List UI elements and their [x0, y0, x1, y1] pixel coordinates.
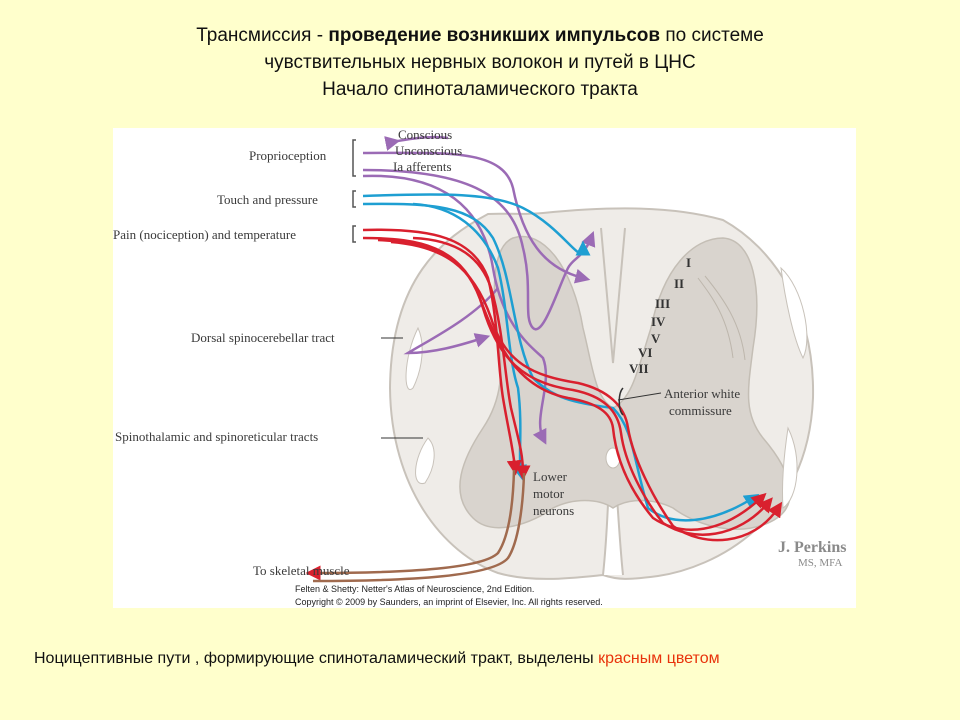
lamina-vii: VII [629, 361, 649, 376]
lamina-v: V [651, 331, 661, 346]
right-notch-bottom [781, 426, 798, 509]
caption-red-text: красным цветом [598, 650, 720, 667]
title-line-1-suffix: по системе [660, 25, 764, 46]
touch-bracket [352, 190, 356, 208]
gray-matter [459, 235, 791, 530]
credit-line-2: Copyright © 2009 by Saunders, an imprint… [295, 597, 603, 607]
label-pain-temperature: Pain (nociception) and temperature [113, 227, 296, 242]
right-notch-top [780, 266, 808, 360]
label-motor: motor [533, 486, 565, 501]
pain-bracket [352, 225, 356, 243]
label-proprioception: Proprioception [249, 148, 327, 163]
label-spinothalamic: Spinothalamic and spinoreticular tracts [115, 429, 318, 444]
signature-title: MS, MFA [798, 557, 842, 569]
label-touch-pressure: Touch and pressure [217, 192, 318, 207]
label-ia-afferents: Ia afferents [393, 159, 452, 174]
slide-title: Трансмиссия - проведение возникших импул… [0, 22, 960, 103]
title-line-3: Начало спиноталамического тракта [322, 79, 638, 100]
label-lower: Lower [533, 469, 568, 484]
lamina-i: I [686, 255, 691, 270]
spinal-cord-figure: I II III IV V VI VII [113, 128, 856, 608]
pain-fibers [362, 228, 783, 542]
label-unconscious: Unconscious [395, 143, 462, 158]
label-commissure: commissure [669, 403, 732, 418]
lamina-iv: IV [651, 314, 666, 329]
title-line-1-bold: проведение возникших импульсов [328, 25, 661, 46]
lamina-ii: II [674, 276, 684, 291]
caption-text: Ноцицептивные пути , формирующие спинота… [34, 650, 599, 667]
lamina-vi: VI [638, 345, 652, 360]
label-anterior-white: Anterior white [664, 386, 740, 401]
motor-neuron-fibers [305, 469, 526, 583]
title-line-2: чувствительных нервных волокон и путей в… [264, 52, 696, 73]
dorsal-horn-lines [697, 275, 746, 361]
slide-caption: Ноцицептивные пути , формирующие спинота… [34, 650, 720, 668]
title-line-1: Трансмиссия - проведение возникших импул… [0, 22, 960, 49]
proprioception-fibers [362, 135, 596, 445]
credit-line-1: Felten & Shetty: Netter's Atlas of Neuro… [295, 584, 534, 594]
commissure-pointer [617, 392, 662, 401]
lamina-iii: III [655, 296, 670, 311]
label-skeletal-muscle: To skeletal muscle [253, 563, 350, 578]
spinal-cord-diagram: I II III IV V VI VII [113, 128, 846, 607]
left-notch-bottom [415, 437, 435, 484]
commissure-bracket [618, 387, 624, 416]
label-neurons: neurons [533, 503, 574, 518]
dorsal-fissure [600, 227, 626, 364]
label-dorsal-spinocerebellar: Dorsal spinocerebellar tract [191, 330, 335, 345]
label-conscious: Conscious [398, 128, 452, 142]
title-line-1-prefix: Трансмиссия - [196, 25, 329, 46]
proprioception-bracket [352, 139, 356, 177]
signature-name: J. Perkins [778, 539, 846, 556]
